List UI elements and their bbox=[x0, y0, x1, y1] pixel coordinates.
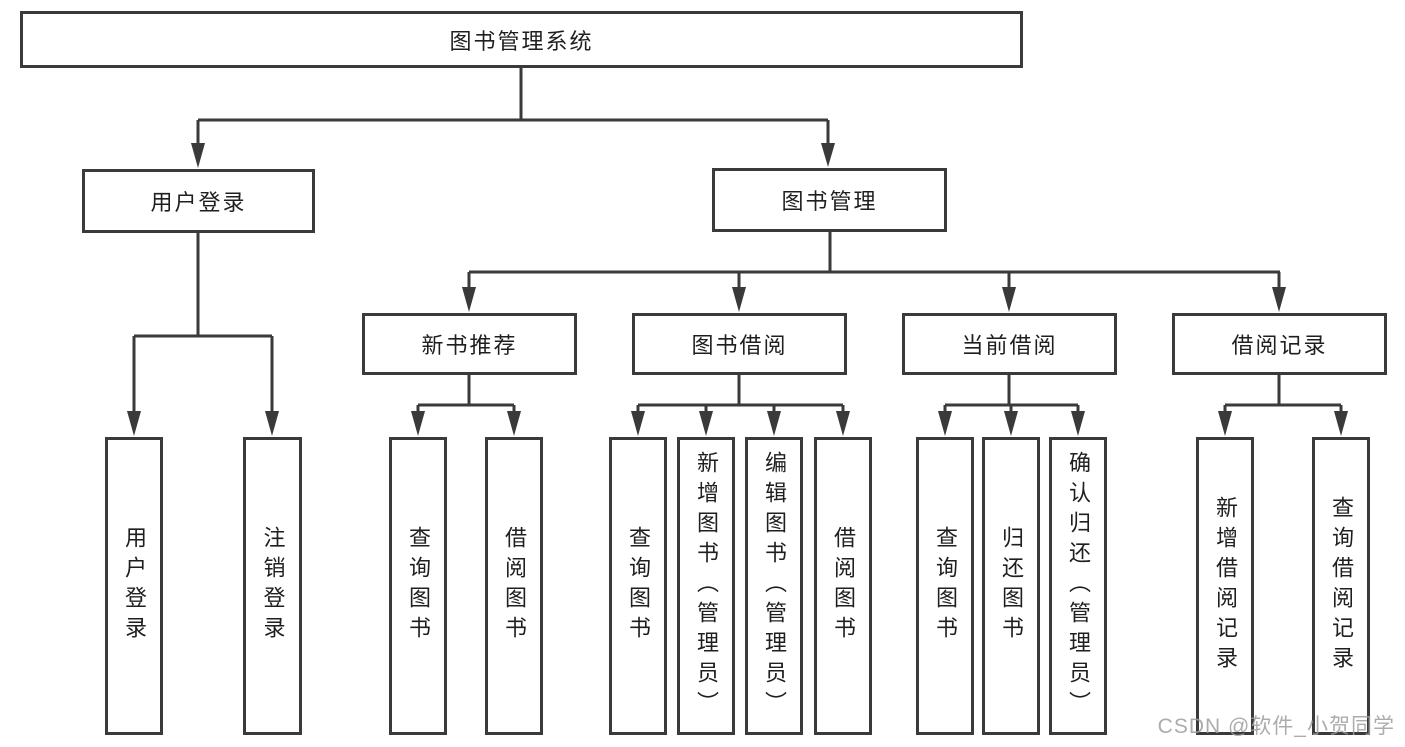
leaf-logout: 注销登录 bbox=[243, 437, 302, 735]
node-new-book-recommend: 新书推荐 bbox=[362, 313, 577, 375]
leaf-current-return-books-label: 归还图书 bbox=[999, 526, 1024, 646]
leaf-records-add-record: 新增借阅记录 bbox=[1196, 437, 1254, 735]
leaf-current-confirm-return-admin: 确认归还（管理员） bbox=[1049, 437, 1107, 735]
leaf-newrec-query-books: 查询图书 bbox=[389, 437, 447, 735]
leaf-current-return-books: 归还图书 bbox=[982, 437, 1040, 735]
leaf-newrec-borrow-books-label: 借阅图书 bbox=[502, 526, 527, 646]
leaf-user-login: 用户登录 bbox=[105, 437, 163, 735]
leaf-records-query-record: 查询借阅记录 bbox=[1312, 437, 1370, 735]
leaf-newrec-query-books-label: 查询图书 bbox=[406, 526, 431, 646]
leaf-borrow-query-books: 查询图书 bbox=[609, 437, 667, 735]
leaf-borrow-edit-books-admin: 编辑图书（管理员） bbox=[745, 437, 803, 735]
leaf-borrow-borrow-books-label: 借阅图书 bbox=[831, 526, 856, 646]
leaf-newrec-borrow-books: 借阅图书 bbox=[485, 437, 543, 735]
leaf-borrow-edit-books-admin-label: 编辑图书（管理员） bbox=[762, 451, 787, 721]
leaf-borrow-add-books-admin: 新增图书（管理员） bbox=[677, 437, 735, 735]
leaf-borrow-query-books-label: 查询图书 bbox=[626, 526, 651, 646]
node-borrow-records: 借阅记录 bbox=[1172, 313, 1387, 375]
leaf-records-add-record-label: 新增借阅记录 bbox=[1213, 496, 1238, 676]
leaf-current-query-books: 查询图书 bbox=[916, 437, 974, 735]
leaf-records-query-record-label: 查询借阅记录 bbox=[1329, 496, 1354, 676]
node-root: 图书管理系统 bbox=[20, 11, 1023, 68]
leaf-current-query-books-label: 查询图书 bbox=[933, 526, 958, 646]
node-user-login: 用户登录 bbox=[82, 169, 315, 233]
node-book-borrow: 图书借阅 bbox=[632, 313, 847, 375]
node-book-management: 图书管理 bbox=[712, 168, 947, 232]
leaf-logout-label: 注销登录 bbox=[260, 526, 286, 646]
csdn-watermark: CSDN @软件_小贺同学 bbox=[1157, 715, 1395, 738]
leaf-current-confirm-return-admin-label: 确认归还（管理员） bbox=[1066, 451, 1091, 721]
leaf-borrow-borrow-books: 借阅图书 bbox=[814, 437, 872, 735]
leaf-user-login-label: 用户登录 bbox=[122, 526, 147, 646]
leaf-borrow-add-books-admin-label: 新增图书（管理员） bbox=[694, 451, 719, 721]
node-current-borrow: 当前借阅 bbox=[902, 313, 1117, 375]
